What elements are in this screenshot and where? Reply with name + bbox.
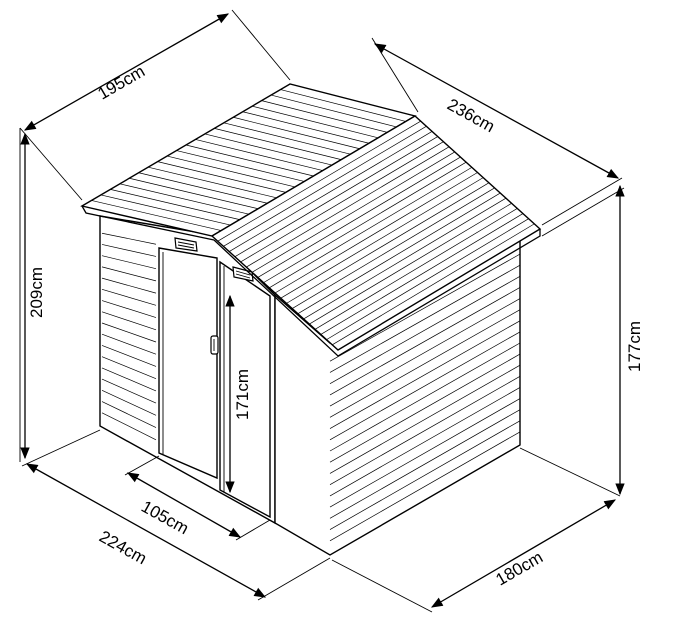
label-side-height: 177cm (625, 321, 644, 372)
door-handle (210, 335, 219, 355)
label-front-width: 224cm (96, 527, 150, 568)
dimension-lines (19, 9, 625, 613)
shed-drawing (80, 83, 542, 556)
left-door (158, 247, 218, 480)
label-side-depth: 180cm (493, 547, 547, 589)
side-depth-dimension-line (430, 499, 617, 608)
side-wall-siding (329, 253, 521, 542)
label-door-width: 105cm (138, 497, 192, 538)
front-width-dimension-line (25, 463, 267, 598)
roof-depth-dimension-line (373, 43, 620, 179)
label-roof-width: 195cm (95, 61, 149, 103)
label-door-height: 171cm (233, 369, 252, 420)
label-total-height: 209cm (27, 267, 46, 318)
front-vents (174, 237, 254, 282)
sliding-doors (158, 247, 271, 519)
roof-width-dimension-line (23, 13, 230, 131)
label-roof-depth: 236cm (444, 95, 498, 136)
